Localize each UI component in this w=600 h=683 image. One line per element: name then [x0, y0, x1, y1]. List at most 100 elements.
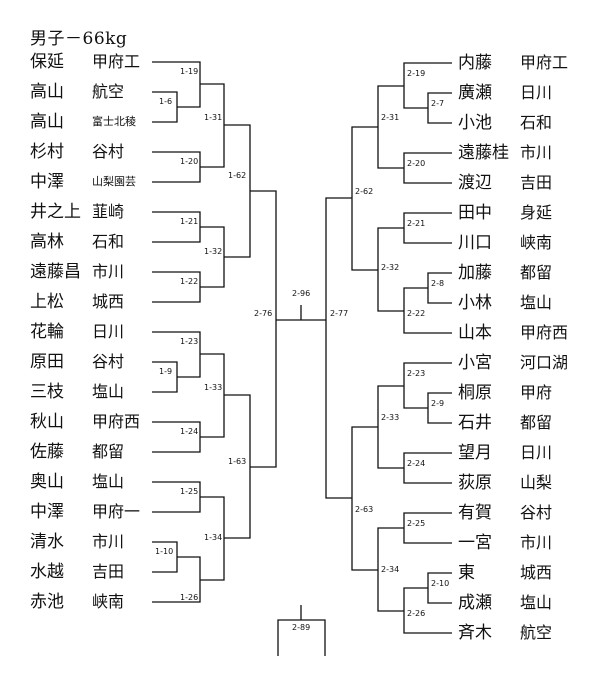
- match-label: 2-20: [407, 159, 425, 168]
- player-name: 三枝: [30, 382, 64, 402]
- player-name: 原田: [30, 352, 64, 372]
- player-name: 清水: [30, 532, 64, 552]
- event-title: 男子－66kg: [30, 29, 128, 49]
- player-name: 赤池: [30, 592, 64, 612]
- match-label: 2-23: [407, 369, 425, 378]
- player-school: 市川: [92, 262, 125, 281]
- match-label: 2-96: [292, 289, 310, 298]
- match-label: 1-33: [204, 383, 222, 392]
- player-name: 小林: [458, 293, 492, 313]
- player-name: 桐原: [458, 383, 492, 403]
- player-name: 杉村: [30, 142, 64, 162]
- player-name: 廣瀬: [458, 83, 492, 103]
- match-label: 2-10: [431, 579, 449, 588]
- player-name: 中澤: [30, 172, 64, 192]
- player-name: 渡辺: [458, 173, 492, 193]
- player-school: 市川: [92, 532, 125, 551]
- match-label: 1-34: [204, 533, 222, 542]
- player-school: 吉田: [92, 562, 125, 581]
- player-name: 保延: [30, 52, 64, 72]
- match-label: 2-21: [407, 219, 425, 228]
- player-school: 甲府一: [92, 502, 141, 521]
- player-school: 富士北稜: [92, 115, 136, 128]
- match-label: 1-62: [228, 171, 246, 180]
- player-name: 小宮: [458, 353, 492, 373]
- player-school: 城西: [520, 563, 553, 582]
- player-school: 都留: [520, 263, 553, 282]
- center-bracket: [276, 305, 326, 656]
- player-school: 甲府西: [92, 412, 141, 431]
- match-label: 2-31: [381, 113, 399, 122]
- player-school: 石和: [520, 113, 553, 132]
- match-label: 2-22: [407, 309, 425, 318]
- player-name: 内藤: [458, 53, 492, 73]
- player-name: 奥山: [30, 472, 64, 492]
- match-label: 2-62: [355, 187, 373, 196]
- match-label: 2-33: [381, 413, 399, 422]
- player-school: 都留: [520, 413, 553, 432]
- player-school: 谷村: [92, 142, 125, 161]
- player-school: 日川: [520, 83, 553, 102]
- match-labels: 1-19 1-6 1-20 1-31 1-21 1-22 1-32 1-62 1…: [155, 67, 449, 632]
- player-school: 谷村: [92, 352, 125, 371]
- player-name: 山本: [458, 323, 492, 343]
- player-school: 山梨園芸: [92, 175, 136, 188]
- match-label: 2-89: [292, 623, 310, 632]
- player-name: 一宮: [458, 533, 492, 553]
- player-school: 市川: [520, 533, 553, 552]
- match-label: 2-34: [381, 565, 399, 574]
- player-name: 井之上: [30, 202, 81, 222]
- player-name: 高山: [30, 112, 64, 132]
- left-bracket: [152, 61, 277, 603]
- match-label: 2-7: [431, 99, 444, 108]
- match-label: 1-25: [180, 487, 198, 496]
- player-school: 峡南: [520, 233, 553, 252]
- player-school: 都留: [92, 442, 125, 461]
- match-label: 1-24: [180, 427, 198, 436]
- player-name: 佐藤: [30, 442, 64, 462]
- match-label: 1-19: [180, 67, 198, 76]
- player-name: 田中: [458, 203, 492, 223]
- player-name: 有賀: [458, 503, 492, 523]
- player-school: 城西: [92, 292, 125, 311]
- player-name: 加藤: [458, 263, 492, 283]
- right-bracket: [325, 62, 452, 634]
- match-label: 2-77: [330, 309, 348, 318]
- player-school: 塩山: [520, 293, 553, 312]
- match-label: 1-23: [180, 337, 198, 346]
- match-label: 1-32: [204, 247, 222, 256]
- player-name: 遠藤昌: [30, 262, 81, 282]
- match-label: 2-26: [407, 609, 425, 618]
- player-school: 河口湖: [520, 353, 569, 372]
- player-school: 塩山: [92, 472, 125, 491]
- player-name: 高山: [30, 82, 64, 102]
- player-name: 川口: [458, 233, 492, 253]
- player-name: 秋山: [30, 412, 64, 432]
- match-label: 1-9: [159, 367, 172, 376]
- player-name: 斉木: [458, 623, 492, 643]
- match-label: 2-25: [407, 519, 425, 528]
- match-label: 2-19: [407, 69, 425, 78]
- match-label: 1-21: [180, 217, 198, 226]
- player-name: 花輪: [30, 322, 64, 342]
- player-school: 塩山: [92, 382, 125, 401]
- match-label: 2-8: [431, 279, 444, 288]
- player-school: 山梨: [520, 473, 553, 492]
- player-school: 市川: [520, 143, 553, 162]
- player-school: 甲府: [520, 383, 553, 402]
- player-school: 身延: [520, 203, 553, 222]
- player-school: 日川: [92, 322, 125, 341]
- match-label: 2-32: [381, 263, 399, 272]
- player-name: 荻原: [458, 473, 492, 493]
- player-name: 遠藤桂: [458, 143, 509, 163]
- player-name: 望月: [458, 443, 492, 463]
- player-name: 中澤: [30, 502, 64, 522]
- match-label: 2-9: [431, 399, 444, 408]
- match-label: 1-31: [204, 113, 222, 122]
- match-label: 2-63: [355, 505, 373, 514]
- player-name: 高林: [30, 232, 64, 252]
- player-school: 吉田: [520, 173, 553, 192]
- player-school: 峡南: [92, 592, 125, 611]
- player-school: 日川: [520, 443, 553, 462]
